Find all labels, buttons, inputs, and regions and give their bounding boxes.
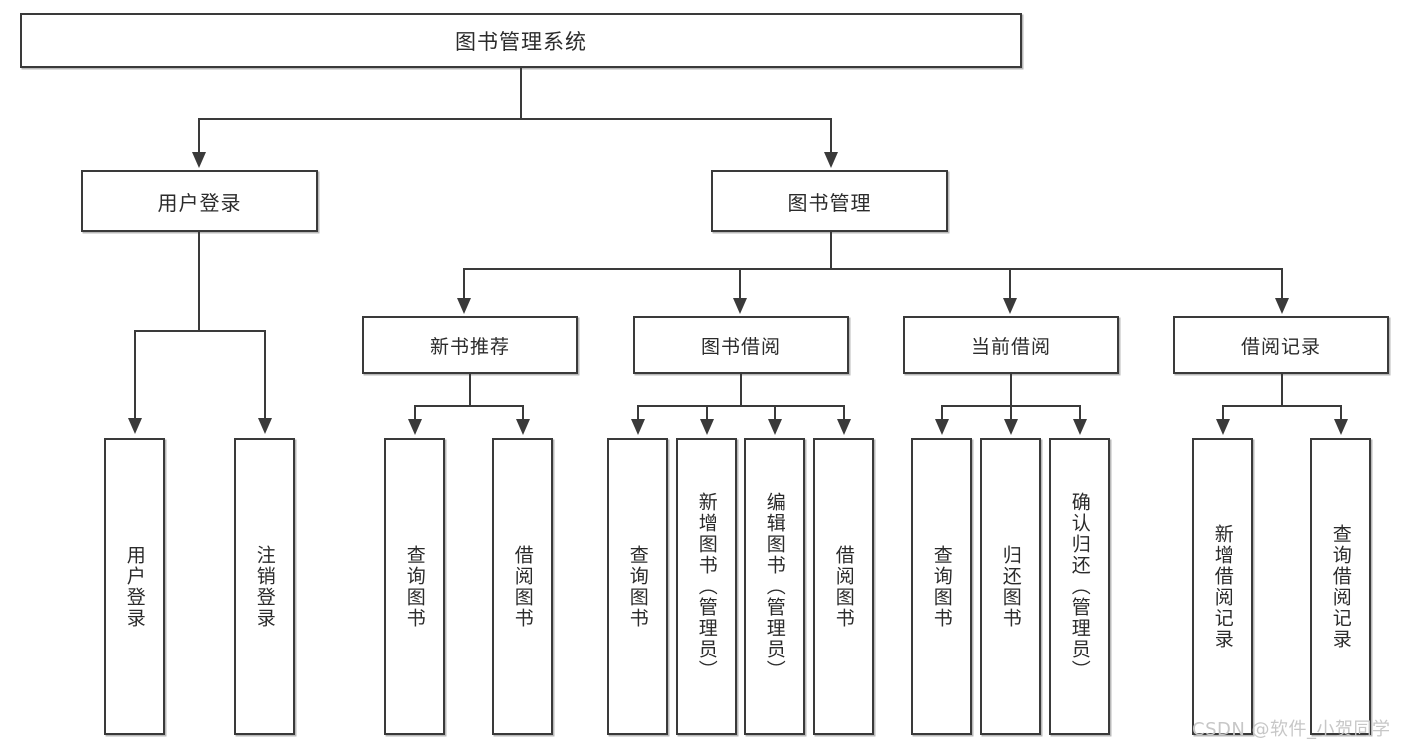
node-borrow-record[interactable]: 借阅记录 — [1173, 316, 1389, 374]
connector-borrow-record-drop-2 — [1340, 405, 1342, 421]
connector-book-manage-drop-4 — [1281, 268, 1283, 300]
node-current-borrow[interactable]: 当前借阅 — [903, 316, 1119, 374]
node-user-login[interactable]: 用户登录 — [81, 170, 318, 232]
arrow-to-leaf-query-book-1 — [408, 419, 422, 435]
arrow-to-current-borrow — [1003, 298, 1017, 314]
arrow-to-leaf-query-record — [1334, 419, 1348, 435]
leaf-query-record[interactable]: 查询借阅记录 — [1310, 438, 1371, 735]
connector-current-borrow-drop-3 — [1079, 405, 1081, 421]
leaf-user-logout[interactable]: 注销登录 — [234, 438, 295, 735]
connector-book-manage-drop-3 — [1009, 268, 1011, 300]
leaf-borrow-book-2[interactable]: 借阅图书 — [813, 438, 874, 735]
leaf-user-login[interactable]: 用户登录 — [104, 438, 165, 735]
node-label: 新增借阅记录 — [1211, 523, 1234, 650]
connector-book-manage-stem — [830, 232, 832, 270]
node-label: 新书推荐 — [429, 335, 510, 358]
leaf-borrow-book-1[interactable]: 借阅图书 — [492, 438, 553, 735]
node-label: 注销登录 — [253, 544, 276, 629]
node-label: 归还图书 — [999, 544, 1022, 629]
arrow-to-leaf-borrow-book-1 — [516, 419, 530, 435]
leaf-query-book-1[interactable]: 查询图书 — [384, 438, 445, 735]
arrow-to-leaf-user-logout — [258, 418, 272, 434]
connector-book-manage-bus — [463, 268, 1283, 270]
connector-book-manage-drop-2 — [739, 268, 741, 300]
connector-book-borrow-drop-2 — [706, 405, 708, 421]
leaf-confirm-return[interactable]: 确认归还（管理员） — [1049, 438, 1110, 735]
arrow-to-leaf-return-book — [1004, 419, 1018, 435]
connector-new-book-drop-1 — [414, 405, 416, 421]
leaf-add-record[interactable]: 新增借阅记录 — [1192, 438, 1253, 735]
leaf-add-book[interactable]: 新增图书（管理员） — [676, 438, 737, 735]
node-label: 图书借阅 — [700, 335, 781, 358]
node-label: 借阅图书 — [832, 544, 855, 629]
arrow-to-leaf-add-book — [700, 419, 714, 435]
connector-user-login-bus — [134, 330, 264, 332]
arrow-to-leaf-borrow-book-2 — [837, 419, 851, 435]
csdn-watermark: CSDN @软件_小贺同学 — [1192, 719, 1391, 740]
node-label: 查询图书 — [930, 544, 953, 629]
node-book-borrow[interactable]: 图书借阅 — [633, 316, 849, 374]
connector-book-borrow-drop-4 — [843, 405, 845, 421]
connector-book-borrow-drop-3 — [774, 405, 776, 421]
connector-root-stem — [520, 68, 522, 118]
node-label: 用户登录 — [123, 544, 146, 629]
node-label: 当前借阅 — [970, 335, 1051, 358]
node-label: 新增图书（管理员） — [695, 492, 718, 681]
node-label: 查询借阅记录 — [1329, 523, 1352, 650]
connector-current-borrow-drop-2 — [1010, 405, 1012, 421]
arrow-to-leaf-add-record — [1216, 419, 1230, 435]
arrow-to-leaf-edit-book — [768, 419, 782, 435]
arrow-to-book-borrow — [733, 298, 747, 314]
connector-book-borrow-stem — [740, 374, 742, 407]
connector-new-book-drop-2 — [522, 405, 524, 421]
connector-current-borrow-stem — [1010, 374, 1012, 407]
arrow-to-leaf-query-book-2 — [631, 419, 645, 435]
connector-user-login-drop-1 — [134, 330, 136, 420]
connector-root-to-user-login — [198, 118, 200, 154]
arrow-to-user-login — [192, 152, 206, 168]
node-label: 用户登录 — [157, 190, 242, 215]
arrow-to-leaf-confirm-return — [1073, 419, 1087, 435]
leaf-edit-book[interactable]: 编辑图书（管理员） — [744, 438, 805, 735]
connector-root-to-book-manage — [830, 118, 832, 154]
arrow-to-borrow-record — [1275, 298, 1289, 314]
node-label: 借阅记录 — [1240, 335, 1321, 358]
arrow-to-new-book-recommend — [457, 298, 471, 314]
leaf-query-book-2[interactable]: 查询图书 — [607, 438, 668, 735]
node-label: 图书管理系统 — [455, 29, 587, 54]
connector-borrow-record-stem — [1281, 374, 1283, 407]
arrow-to-leaf-user-login — [128, 418, 142, 434]
connector-borrow-record-bus — [1222, 405, 1340, 407]
connector-book-borrow-bus — [637, 405, 845, 407]
connector-new-book-bus — [414, 405, 524, 407]
node-label: 编辑图书（管理员） — [763, 492, 786, 681]
node-label: 查询图书 — [626, 544, 649, 629]
connector-book-manage-drop-1 — [463, 268, 465, 300]
connector-user-login-stem — [198, 232, 200, 332]
arrow-to-leaf-query-book-3 — [935, 419, 949, 435]
node-root-book-management-system[interactable]: 图书管理系统 — [20, 13, 1022, 68]
node-label: 借阅图书 — [511, 544, 534, 629]
connector-current-borrow-drop-1 — [941, 405, 943, 421]
node-label: 确认归还（管理员） — [1068, 492, 1091, 681]
node-label: 查询图书 — [403, 544, 426, 629]
arrow-to-book-manage — [824, 152, 838, 168]
connector-root-bus — [198, 118, 832, 120]
connector-book-borrow-drop-1 — [637, 405, 639, 421]
node-new-book-recommend[interactable]: 新书推荐 — [362, 316, 578, 374]
connector-borrow-record-drop-1 — [1222, 405, 1224, 421]
leaf-return-book[interactable]: 归还图书 — [980, 438, 1041, 735]
node-label: 图书管理 — [787, 190, 872, 215]
connector-new-book-stem — [469, 374, 471, 407]
node-book-manage[interactable]: 图书管理 — [711, 170, 948, 232]
connector-user-login-drop-2 — [264, 330, 266, 420]
leaf-query-book-3[interactable]: 查询图书 — [911, 438, 972, 735]
